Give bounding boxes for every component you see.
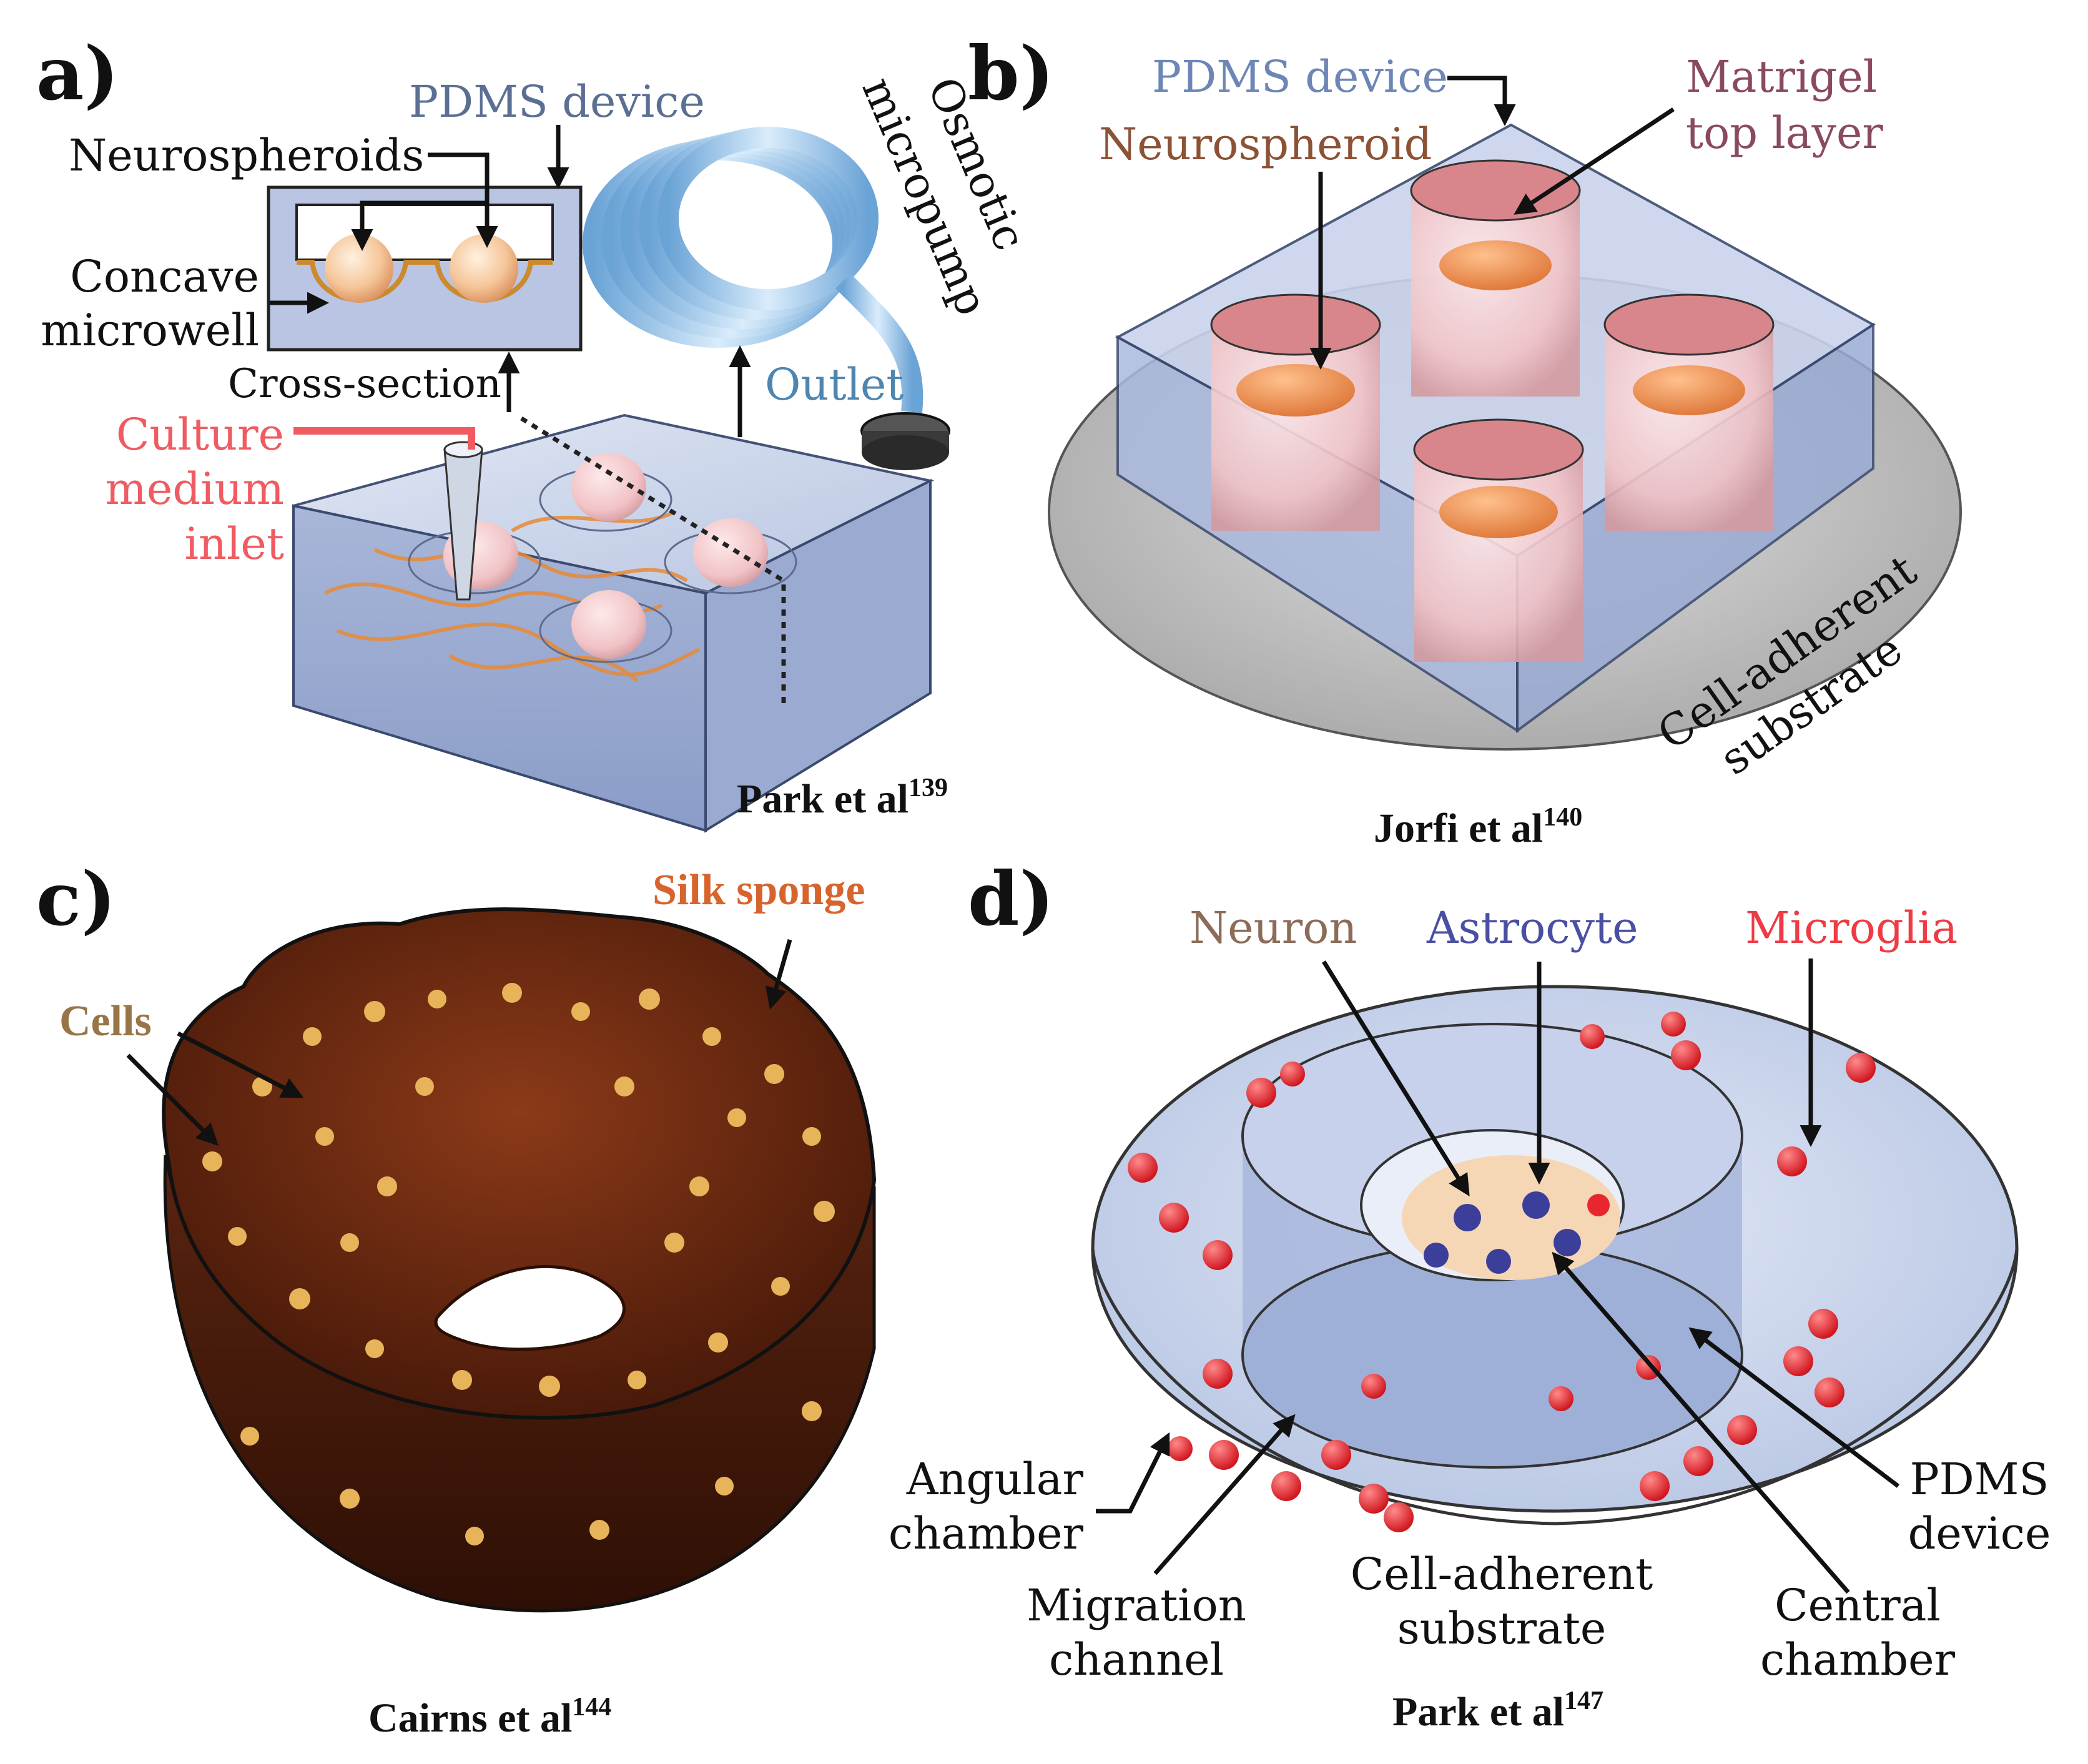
panel-a xyxy=(267,125,950,833)
cross-section-line xyxy=(520,416,786,709)
cross-section-inset xyxy=(267,185,583,352)
microglia-cells xyxy=(1128,1012,1876,1532)
panel-b xyxy=(1048,76,1962,751)
ring-chamber xyxy=(1241,1023,1743,1469)
panel-d xyxy=(1091,958,2019,1594)
panel-c xyxy=(126,907,877,1613)
wells-b xyxy=(1210,159,1775,662)
sponge-top xyxy=(162,907,877,1420)
sponge-cells xyxy=(202,983,835,1545)
central-cluster xyxy=(1402,1155,1620,1280)
osmotic-micropump xyxy=(583,127,923,437)
panel-a-arrows xyxy=(270,125,751,437)
outlet-cap xyxy=(860,412,950,470)
panel-d-arrows xyxy=(1096,958,1900,1594)
panel-b-arrows xyxy=(1309,76,1675,370)
panel-c-arrows xyxy=(126,939,792,1146)
neurites xyxy=(323,510,701,682)
inlet-pipette xyxy=(443,441,483,601)
inlet-line xyxy=(293,427,475,450)
sponge-hole xyxy=(434,1265,626,1351)
